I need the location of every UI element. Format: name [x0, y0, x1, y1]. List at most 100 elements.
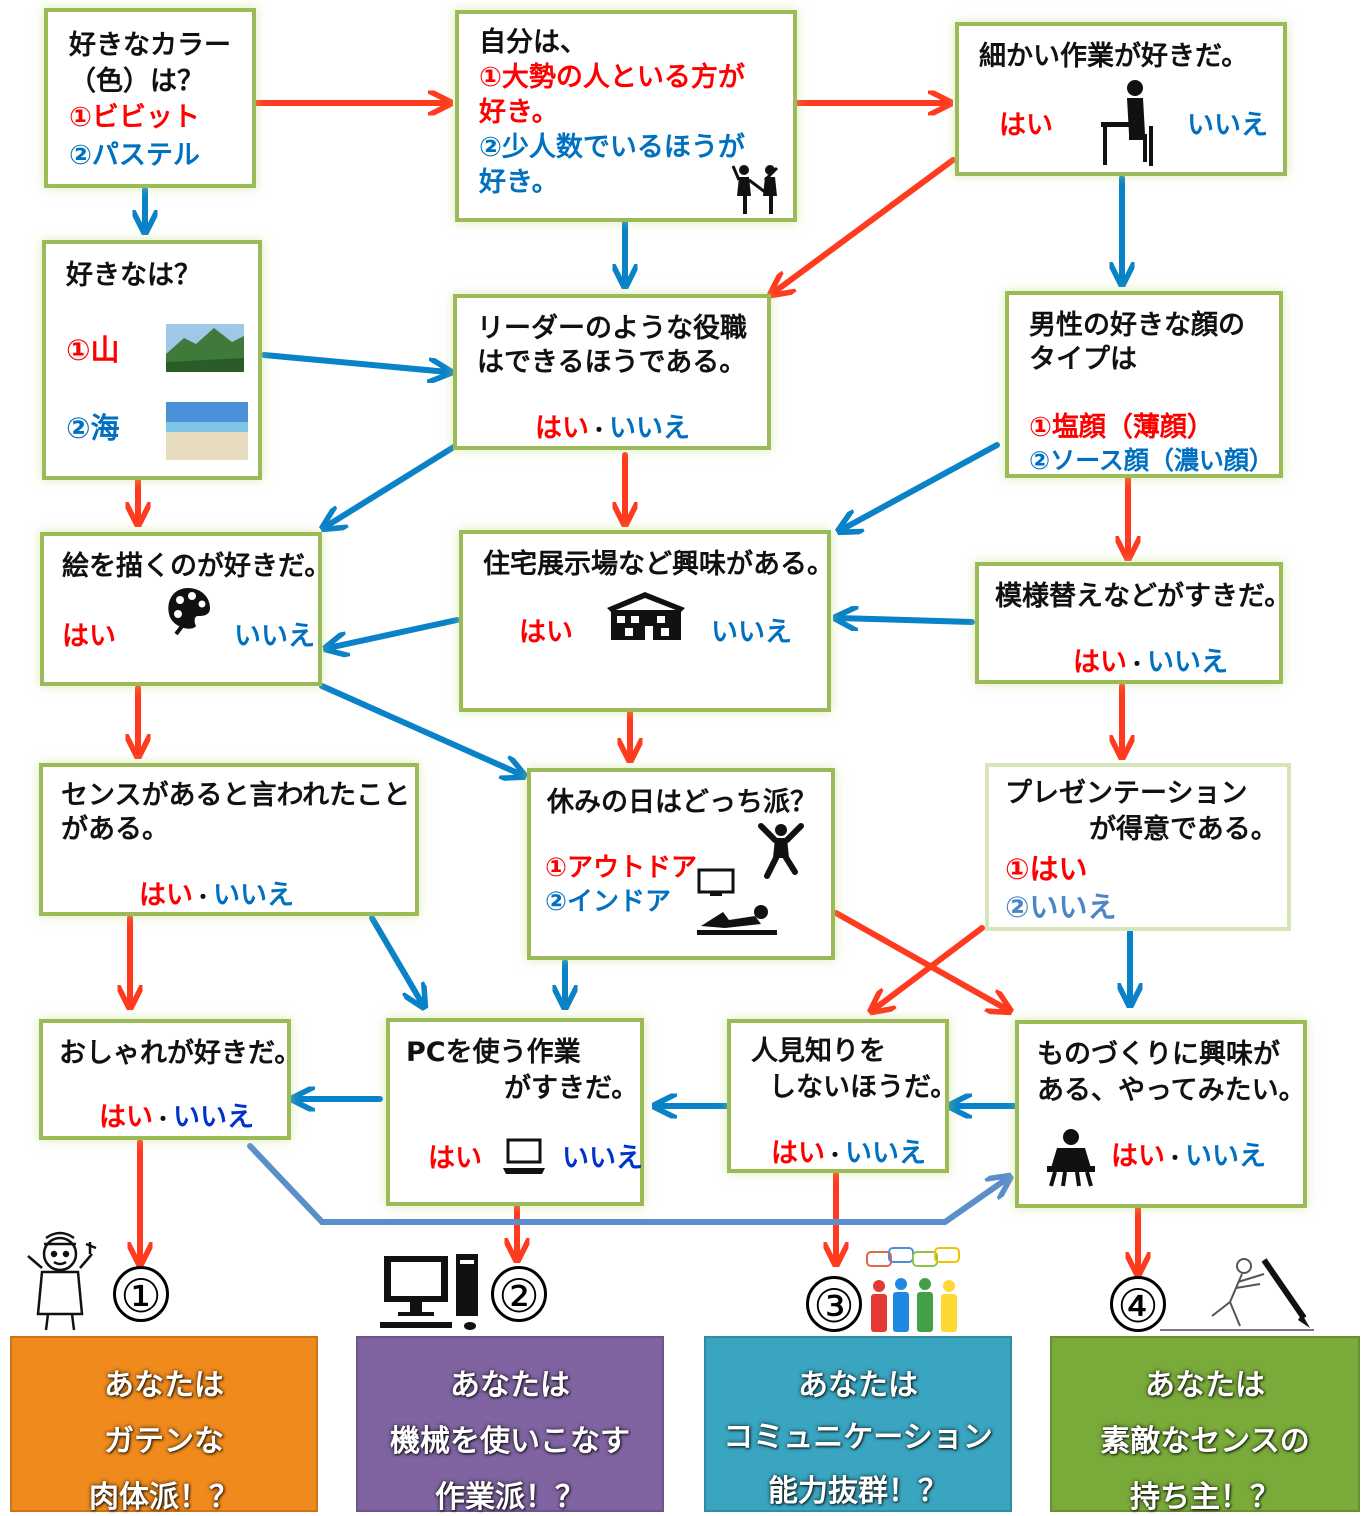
question-sense: センスがあると言われたこと がある。 はい・いいえ — [39, 763, 419, 916]
question-sense-line1: センスがあると言われたこと — [61, 780, 411, 811]
palette-icon — [168, 588, 210, 636]
question-leader-line2: はできるほうである。 — [477, 347, 747, 378]
result1-line3: 肉体派！？ — [89, 1480, 239, 1515]
question-craft-sep: ・ — [1165, 1146, 1185, 1170]
question-face-option2: ②ソース顔（濃い顔） — [1029, 446, 1274, 475]
question-detail-yes: はい — [999, 110, 1053, 141]
question-sense-no: いいえ — [213, 880, 294, 911]
question-holiday: 休みの日はどっち派？ ①アウトドア ②インドア — [527, 768, 835, 960]
question-leader-sep: ・ — [589, 418, 609, 442]
question-shy-yes: はい — [771, 1138, 825, 1169]
arrow-house-to-draw — [328, 617, 460, 648]
arrow-sense-to-pc — [369, 915, 423, 1005]
jumping-person-icon — [758, 823, 804, 879]
question-shy-line1: 人見知りを — [751, 1036, 886, 1067]
question-fashion-sep: ・ — [153, 1107, 173, 1131]
question-pc: PCを使う作業 がすきだ。 はい いいえ — [386, 1018, 644, 1206]
question-shy-no: いいえ — [845, 1138, 926, 1169]
laptop-icon — [503, 1138, 545, 1174]
question-leader-no: いいえ — [609, 413, 690, 444]
question-fashion-title: おしゃれが好きだ。 — [59, 1038, 302, 1069]
question-craft-yes: はい — [1111, 1141, 1165, 1172]
question-holiday-title: 休みの日はどっち派？ — [547, 787, 817, 818]
question-fashion-yes: はい — [99, 1102, 153, 1133]
question-sense-sep: ・ — [193, 885, 213, 909]
question-color-title1: 好きなカラー — [69, 30, 231, 61]
question-house: 住宅展示場など興味がある。 はい いいえ — [459, 530, 834, 712]
question-group-line1: 自分は、 — [479, 27, 587, 58]
question-holiday-option2: ②インドア — [545, 887, 672, 917]
question-face-option1: ①塩顔（薄顔） — [1029, 412, 1214, 443]
question-detail-title: 細かい作業が好きだ。 — [979, 41, 1249, 72]
craftsman-icon — [1047, 1129, 1095, 1187]
result3-line3: 能力抜群！？ — [768, 1474, 948, 1509]
arrow-leader-to-draw — [325, 442, 460, 527]
question-remodel: 模様替えなどがすきだ。 はい・いいえ — [975, 562, 1291, 684]
question-craft-line2: ある、やってみたい。 — [1037, 1075, 1306, 1106]
question-house-no: いいえ — [711, 617, 792, 648]
house-icon — [607, 592, 685, 640]
arrow-draw-to-holiday — [319, 683, 522, 775]
result4-line3: 持ち主！？ — [1130, 1480, 1280, 1515]
question-remodel-no: いいえ — [1147, 647, 1228, 678]
question-face-line2: タイプは — [1029, 344, 1137, 375]
question-remodel-sep: ・ — [1127, 652, 1147, 676]
question-house-title: 住宅展示場など興味がある。 — [483, 549, 834, 580]
result2-number: ② — [491, 1266, 547, 1323]
question-pc-line2: がすきだ。 — [504, 1073, 639, 1104]
pen-drawing-icon — [1160, 1258, 1314, 1331]
question-draw: 絵を描くのが好きだ。 はい いいえ — [40, 532, 331, 686]
result2-line1: あなたは — [450, 1368, 570, 1403]
question-fashion: おしゃれが好きだ。 はい・いいえ — [39, 1019, 301, 1140]
question-remodel-title: 模様替えなどがすきだ。 — [995, 581, 1292, 612]
result2-box: あなたは 機械を使いこなす 作業派！？ — [356, 1336, 664, 1515]
result1-number: ① — [113, 1266, 169, 1323]
arrow-present-to-shy — [873, 925, 985, 1010]
beach-photo — [166, 402, 248, 460]
question-place: 好きなは？ ①山 ②海 — [42, 240, 262, 480]
question-draw-yes: はい — [62, 621, 116, 652]
arrow-fashion-to-craft — [247, 1143, 1008, 1225]
arrow-face-to-house — [841, 442, 1000, 530]
question-remodel-yes: はい — [1073, 647, 1127, 678]
worker-mascot-icon — [27, 1231, 97, 1331]
question-pc-no: いいえ — [562, 1143, 643, 1174]
desk-worker-icon — [1101, 80, 1153, 166]
result1-box: あなたは ガテンな 肉体派！？ — [10, 1336, 318, 1515]
question-shy-line2: しないほうだ。 — [769, 1072, 958, 1103]
question-house-yes: はい — [519, 617, 573, 648]
question-leader: リーダーのような役職 はできるほうである。 はい・いいえ — [453, 294, 771, 450]
question-place-title: 好きなは？ — [66, 260, 201, 291]
result1-line2: ガテンな — [104, 1424, 224, 1459]
result2-line3: 作業派！？ — [435, 1480, 585, 1515]
question-draw-title: 絵を描くのが好きだ。 — [62, 551, 332, 582]
result2-line2: 機械を使いこなす — [390, 1424, 630, 1459]
lying-tv-icon — [697, 868, 777, 935]
question-holiday-option1: ①アウトドア — [545, 853, 698, 883]
question-color-title2: （色）は？ — [69, 66, 204, 97]
result1-line1: あなたは — [104, 1368, 224, 1403]
result4-box: あなたは 素敵なセンスの 持ち主！？ — [1050, 1336, 1360, 1515]
question-shy: 人見知りを しないほうだ。 はい・いいえ — [727, 1019, 957, 1173]
question-present-line2: が得意である。 — [1089, 814, 1278, 845]
question-detail-no: いいえ — [1187, 110, 1268, 141]
question-craft-no: いいえ — [1185, 1141, 1266, 1172]
question-leader-line1: リーダーのような役職 — [477, 313, 747, 344]
question-fashion-no: いいえ — [173, 1102, 254, 1133]
question-sense-line2: がある。 — [61, 814, 169, 845]
result4-line2: 素敵なセンスの — [1100, 1424, 1310, 1459]
question-draw-no: いいえ — [234, 621, 315, 652]
desktop-computer-icon — [380, 1254, 478, 1330]
arrow-detail-to-leader — [773, 157, 956, 293]
result4-line1: あなたは — [1145, 1368, 1265, 1403]
question-present-line1: プレゼンテーション — [1005, 778, 1248, 809]
people-chat-icon — [866, 1247, 960, 1332]
question-group-option1b: 好き。 — [479, 97, 559, 128]
arrow-place-to-leader — [261, 352, 448, 372]
question-color-option1: ①ビビット — [69, 102, 200, 133]
arrow-remodel-to-house — [838, 618, 975, 622]
result3-line2: コミュニケーション — [723, 1420, 993, 1455]
question-place-option1: ①山 — [66, 333, 120, 367]
question-group-option2a: ②少人数でいるほうが — [479, 132, 745, 163]
